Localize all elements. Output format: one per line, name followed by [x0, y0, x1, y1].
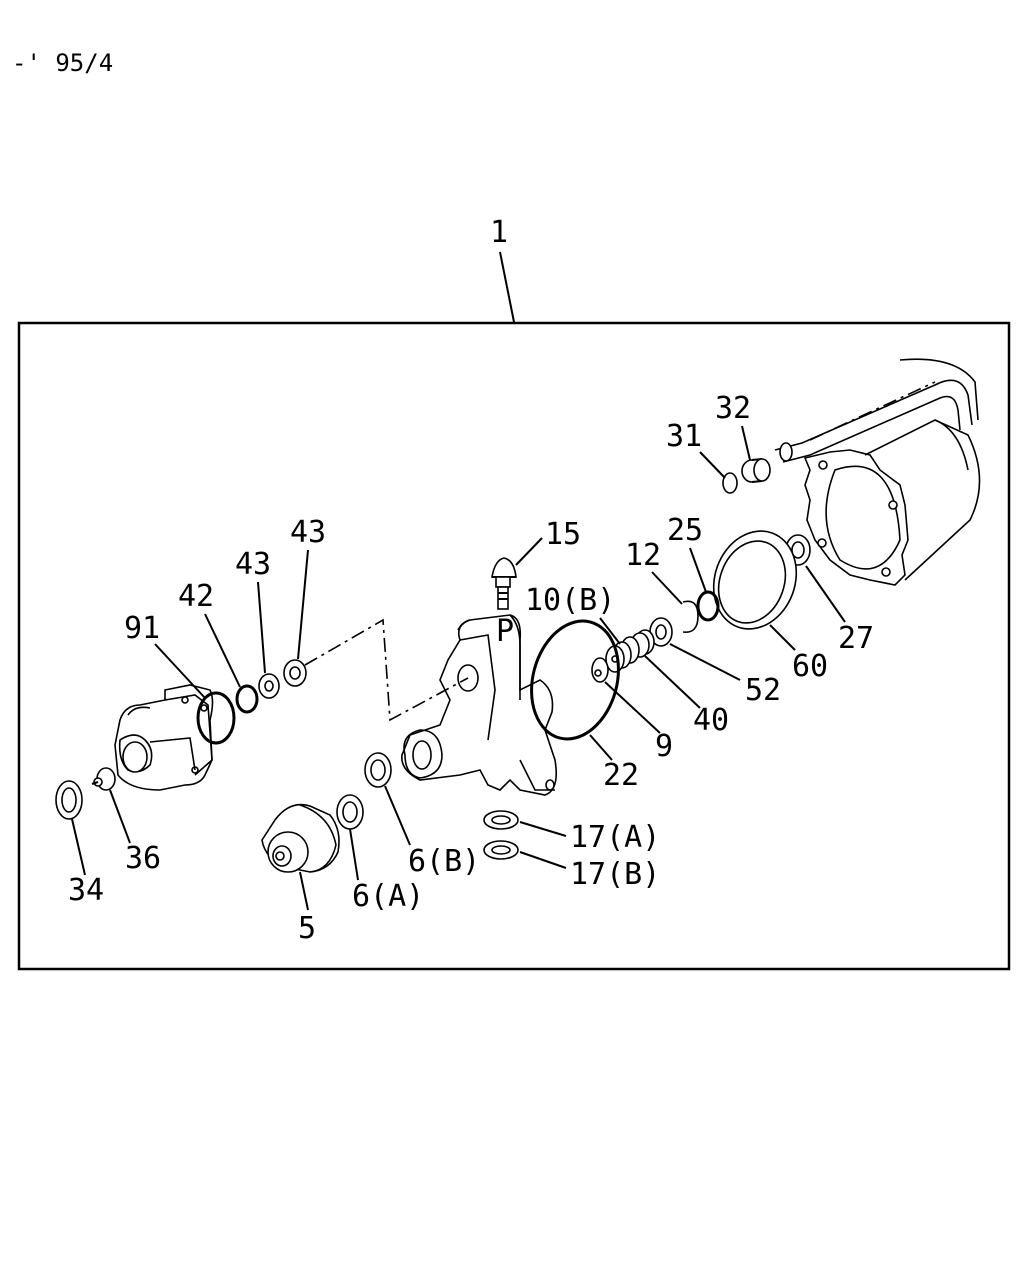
part-52-washer: [649, 617, 673, 647]
callout-6b: 6(B): [408, 844, 480, 879]
callout-9: 9: [655, 729, 673, 764]
leader-42: [204, 613, 241, 688]
left-cover: [114, 684, 214, 791]
callout-15: 15: [545, 517, 581, 552]
callout-22: 22: [603, 758, 639, 793]
alignment-line: [304, 618, 469, 722]
leader-10b: [599, 617, 621, 645]
part-17b-washer: [483, 840, 519, 860]
leader-43-a: [257, 581, 266, 674]
part-17a-washer: [483, 810, 519, 830]
callout-17a: 17(A): [570, 820, 660, 855]
leader-91: [154, 643, 206, 699]
leader-17a: [519, 821, 567, 837]
leader-22: [589, 734, 613, 761]
callout-52: 52: [745, 673, 781, 708]
part-43-seal-a: [258, 673, 280, 699]
callout-60: 60: [792, 649, 828, 684]
callout-43-a: 43: [235, 547, 271, 582]
part-91-o-ring: [196, 691, 236, 745]
leader-40: [644, 655, 701, 709]
leader-43-b: [297, 549, 309, 660]
callout-31: 31: [666, 419, 702, 454]
leader-27: [805, 565, 846, 623]
leader-34: [71, 818, 86, 876]
part-60-seal: [712, 530, 798, 630]
part-6a-washer: [336, 794, 364, 830]
callout-17b: 17(B): [570, 857, 660, 892]
revision-code: -' 95/4: [12, 49, 113, 77]
callout-10b: 10(B): [525, 583, 615, 618]
leader-60: [769, 624, 796, 651]
part-15-cap: [491, 557, 517, 610]
callout-25: 25: [667, 513, 703, 548]
part-40-seal: [630, 629, 655, 658]
leader-12: [651, 571, 683, 605]
leader-5: [299, 871, 309, 911]
power-cylinder-housing: [774, 358, 981, 586]
part-42-o-ring: [235, 684, 259, 714]
valve-body: [401, 614, 558, 796]
part-12-snap-ring: [682, 600, 699, 633]
callout-40: 40: [693, 703, 729, 738]
callout-6a: 6(A): [352, 879, 424, 914]
callout-12: 12: [625, 538, 661, 573]
leader-17b: [519, 851, 567, 869]
leader-52: [669, 643, 741, 681]
callout-5: 5: [298, 911, 316, 946]
callout-34: 34: [68, 873, 104, 908]
part-6b-washer: [364, 752, 392, 788]
callout-36: 36: [125, 841, 161, 876]
callout-43-b: 43: [290, 515, 326, 550]
leader-9: [604, 681, 661, 734]
part-22-o-ring: [530, 619, 620, 741]
callout-32: 32: [715, 391, 751, 426]
part-43-seal-b: [283, 659, 307, 687]
part-9-disc: [591, 657, 609, 683]
part-10b-valve: [605, 636, 640, 673]
leader-6a: [349, 828, 359, 881]
part-34-washer: [55, 780, 83, 820]
callout-1: 1: [490, 215, 508, 250]
callout-27: 27: [838, 621, 874, 656]
part-31-o-ring: [722, 472, 738, 494]
part-25-o-ring: [696, 590, 720, 622]
assembly-frame: [17, 321, 1011, 971]
leader-31: [699, 451, 726, 479]
part-36-bleeder: [91, 767, 116, 791]
part-32-bush: [741, 458, 771, 483]
leader-15: [515, 537, 543, 566]
leader-25: [689, 547, 707, 593]
leader-36: [109, 789, 131, 844]
leader-32: [741, 425, 751, 461]
callout-91: 91: [124, 611, 160, 646]
part-5-plug: [261, 803, 340, 873]
callout-42: 42: [178, 579, 214, 614]
port-p-mark: P: [496, 614, 514, 649]
leader-6b: [384, 785, 411, 846]
leader-1: [499, 251, 515, 323]
